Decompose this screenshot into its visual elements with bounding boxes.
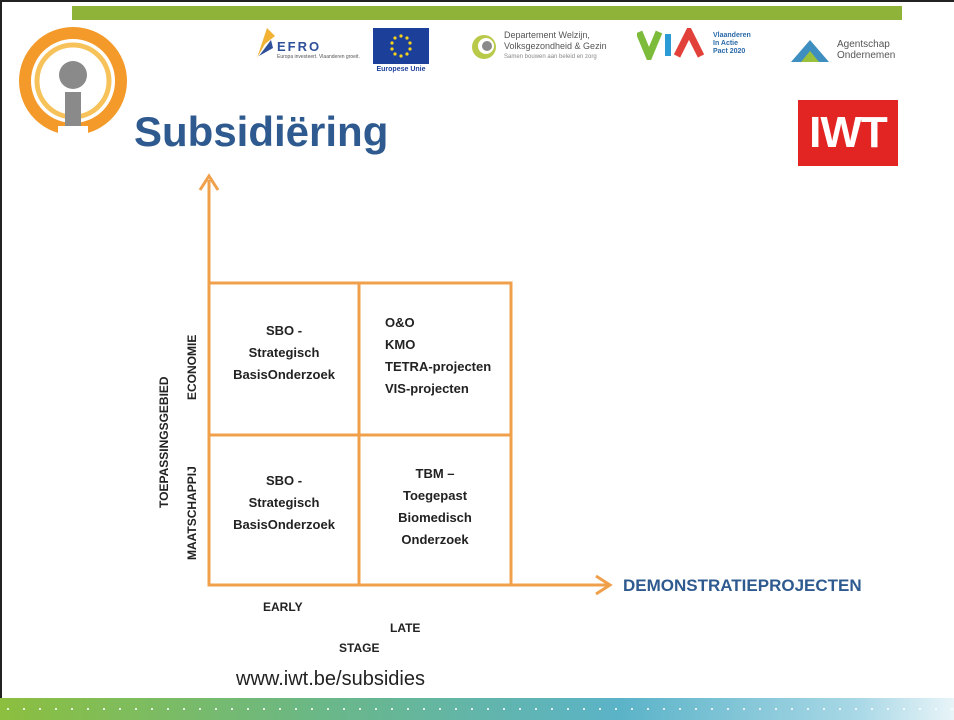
subsidies-url[interactable]: www.iwt.be/subsidies	[236, 668, 425, 690]
via-logo: Vlaanderen In Actie Pact 2020	[637, 28, 751, 60]
iwt-logo: IWT	[798, 100, 898, 166]
dept-circle-icon	[472, 34, 496, 59]
cell-top-left: SBO - Strategisch BasisOnderzoek	[222, 320, 346, 386]
eu-logo: Europese Unie	[373, 28, 429, 73]
cell-bottom-right: TBM – Toegepast Biomedisch Onderzoek	[365, 463, 505, 551]
dept-line3: Samen bouwen aan beleid en zorg	[504, 54, 597, 60]
efro-logo: EFRO Europa investeert. Vlaanderen groei…	[255, 26, 360, 60]
cell-bottom-left: SBO - Strategisch BasisOnderzoek	[222, 470, 346, 536]
cell-text: SBO -	[265, 323, 303, 338]
efro-swoosh-icon	[257, 28, 275, 58]
via-line3: Pact 2020	[713, 48, 746, 55]
cell-text: O&O	[385, 315, 415, 330]
dept-line1: Departement Welzijn,	[504, 30, 590, 40]
demonstratieprojecten-label: DEMONSTRATIEPROJECTEN	[623, 576, 862, 595]
cell-text: BasisOnderzoek	[233, 367, 335, 382]
bottom-gradient-band	[0, 698, 954, 720]
page-title: Subsidiëring	[134, 108, 389, 155]
left-frame-line	[0, 0, 2, 720]
eu-flag-icon	[373, 28, 429, 64]
cell-text: TETRA-projecten	[385, 359, 492, 374]
top-green-bar	[72, 6, 902, 20]
agentschap-logo: Agentschap Ondernemen	[789, 36, 895, 64]
y-axis-title: TOEPASSINGSGEBIED	[157, 376, 171, 508]
agentschap-mountain-icon	[791, 40, 829, 62]
cell-text: BasisOnderzoek	[233, 517, 335, 532]
cell-text: Toegepast	[402, 488, 468, 503]
info-logo-icon	[19, 27, 127, 136]
dept-welzijn-logo: Departement Welzijn, Volksgezondheid & G…	[470, 30, 607, 63]
efro-tagline: Europa investeert. Vlaanderen groeit.	[277, 53, 360, 60]
cell-text: KMO	[385, 337, 416, 352]
cell-text: TBM –	[415, 466, 455, 481]
cell-text: VIS-projecten	[385, 381, 469, 396]
cell-top-right: O&O KMO TETRA-projecten VIS-projecten	[385, 312, 509, 400]
agentschap-line1: Agentschap	[837, 39, 890, 50]
cell-text: Strategisch	[248, 345, 320, 360]
cell-text: Onderzoek	[401, 532, 469, 547]
cell-text: Biomedisch	[398, 510, 472, 525]
row-label-economie: ECONOMIE	[185, 334, 199, 400]
x-axis-arrowhead	[595, 574, 613, 596]
top-frame-line	[0, 0, 954, 2]
cell-text: SBO -	[265, 473, 303, 488]
via-mark-icon	[637, 28, 705, 60]
agentschap-line2: Ondernemen	[837, 50, 896, 61]
bottom-dots	[0, 708, 954, 710]
efro-name: EFRO	[277, 38, 322, 54]
via-line2: In Actie	[713, 40, 739, 47]
eu-label: Europese Unie	[376, 66, 426, 73]
dept-line2: Volksgezondheid & Gezin	[504, 41, 607, 51]
x-label-stage: STAGE	[339, 641, 380, 655]
row-label-maatschappij: MAATSCHAPPIJ	[185, 466, 199, 560]
via-line1: Vlaanderen	[713, 32, 751, 39]
x-label-early: EARLY	[263, 600, 303, 614]
cell-text: Strategisch	[248, 495, 320, 510]
x-label-late: LATE	[390, 621, 421, 635]
y-axis-arrowhead	[198, 173, 220, 191]
